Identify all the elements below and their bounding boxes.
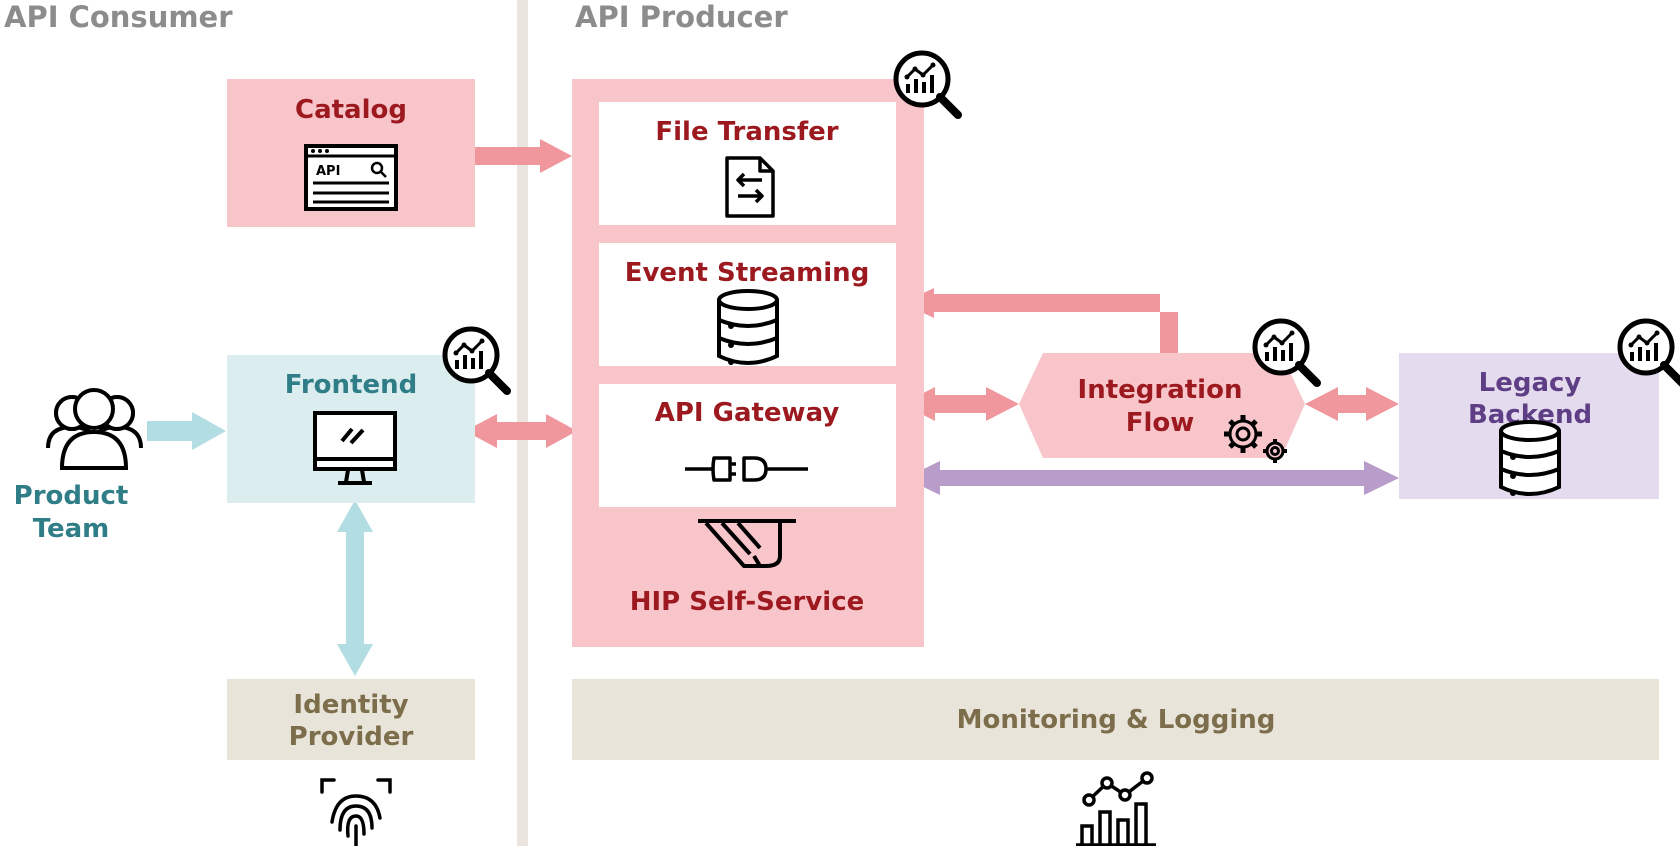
api-gateway-node: API Gateway [599,384,896,507]
frontend-identity-arrow [337,500,373,676]
integration-flow-label-line2: Flow [1126,408,1195,438]
analytics-chart-icon [1076,771,1156,846]
frontend-gateway-arrow [465,414,577,448]
product-team-node: Product Team [14,388,143,544]
monitor-icon [313,411,397,485]
gears-icon [1224,415,1287,463]
plug-icon [685,456,808,482]
identity-provider-label-line2: Provider [289,722,414,752]
file-transfer-icon [725,156,775,218]
gateway-integration-arrow [902,387,1019,421]
fingerprint-icon [320,778,392,846]
consumer-zone-title: API Consumer [4,0,233,34]
event-streaming-node: Event Streaming [599,243,896,367]
api-catalog-icon: API [304,144,398,211]
people-icon [46,388,143,470]
identity-provider-label-line1: Identity [293,690,408,720]
hip-self-service-label: HIP Self-Service [630,587,865,617]
monitoring-logging-node: Monitoring & Logging [572,679,1659,846]
catalog-label: Catalog [295,95,407,125]
legacy-backend-node: Legacy Backend [1399,321,1680,499]
file-transfer-label: File Transfer [655,117,838,147]
identity-provider-node: Identity Provider [227,679,475,846]
legacy-database-icon [1499,420,1561,498]
team-to-frontend-arrow [147,412,226,450]
event-streaming-label: Event Streaming [625,258,870,288]
product-team-label-line1: Product [14,481,129,511]
gateway-backend-arrow [905,461,1399,495]
catalog-to-producer-arrow [475,139,572,173]
database-icon [717,289,779,367]
integration-to-streaming-arrow [902,288,1178,354]
product-team-label-line2: Team [33,514,110,544]
api-gateway-label: API Gateway [655,398,840,428]
integration-flow-node: Integration Flow [1019,321,1317,463]
producer-zone-title: API Producer [575,0,788,34]
monitoring-logging-label: Monitoring & Logging [957,705,1276,735]
catalog-node: Catalog API [227,79,475,227]
integration-backend-arrow [1305,387,1399,421]
frontend-label: Frontend [285,370,417,400]
file-transfer-node: File Transfer [599,102,896,225]
integration-flow-label-line1: Integration [1078,375,1243,405]
frontend-node: Frontend [227,329,507,503]
legacy-backend-label-line1: Legacy [1479,368,1582,398]
hand-icon [698,519,796,568]
catalog-icon-text: API [316,164,340,179]
